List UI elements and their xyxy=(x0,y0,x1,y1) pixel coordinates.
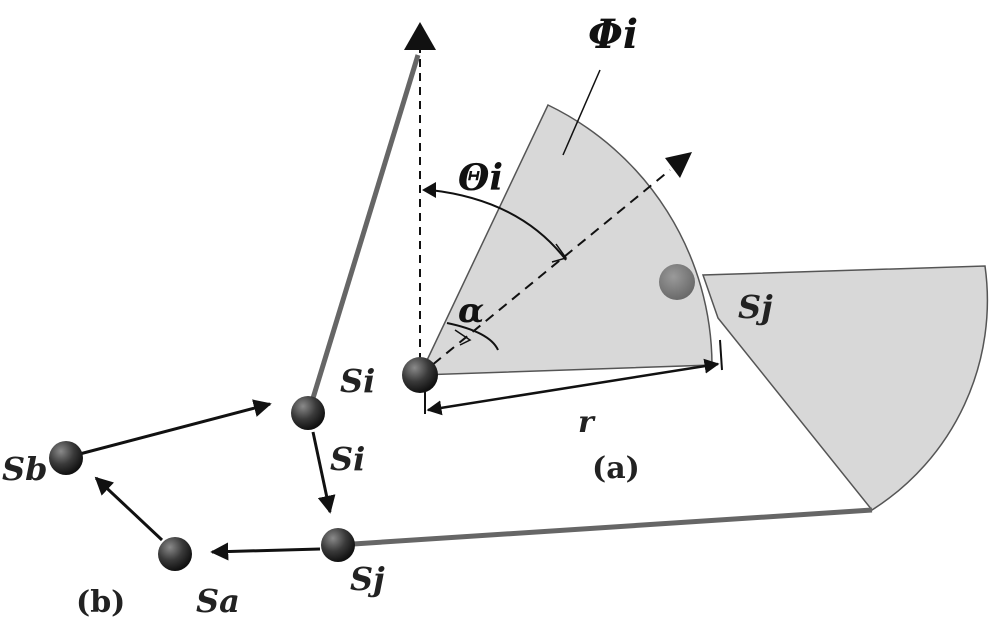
theta-arc-arrowhead xyxy=(422,182,436,198)
arrow-sj-to-sa xyxy=(210,542,321,561)
node-si xyxy=(291,396,325,430)
alpha-arc xyxy=(446,322,499,351)
node-sj xyxy=(321,528,355,562)
theta-arc-tick xyxy=(551,243,568,263)
sector-sj xyxy=(701,265,989,511)
orientation-dashed-line xyxy=(419,169,671,376)
north-arrowhead xyxy=(404,22,436,50)
arrow-si-to-sj xyxy=(311,431,336,514)
sector-phi-i xyxy=(418,103,713,376)
r-dimension-arrow xyxy=(426,358,720,416)
node-sb xyxy=(49,441,83,475)
label-alpha: α xyxy=(458,291,484,331)
arrow-sb-to-si xyxy=(71,399,272,458)
orientation-arrowhead xyxy=(665,152,692,178)
node-si-sector xyxy=(402,357,438,393)
label-theta-i: Θi xyxy=(458,157,503,199)
label-fig-a: (a) xyxy=(592,451,640,486)
label-sj-main: Sj xyxy=(350,560,385,598)
thick-link-si-north xyxy=(307,54,421,409)
label-si-arrow: Si xyxy=(330,440,365,478)
label-sj-sector: Sj xyxy=(738,288,773,326)
arrow-sa-to-sb xyxy=(94,476,164,542)
label-phi-i: Φi xyxy=(588,11,638,58)
label-r: r xyxy=(578,405,596,440)
label-fig-b: (b) xyxy=(76,585,125,620)
node-sa xyxy=(158,537,192,571)
node-sj-sector xyxy=(659,264,695,300)
label-sa: Sa xyxy=(196,582,240,620)
alpha-arc-tick xyxy=(454,329,472,346)
thick-link-sj-sector xyxy=(337,507,873,548)
label-si-main: Si xyxy=(340,362,375,400)
phi-pointer-line xyxy=(562,69,601,156)
theta-arc xyxy=(429,189,567,261)
label-sb: Sb xyxy=(2,450,47,488)
r-extension-right xyxy=(719,339,723,371)
